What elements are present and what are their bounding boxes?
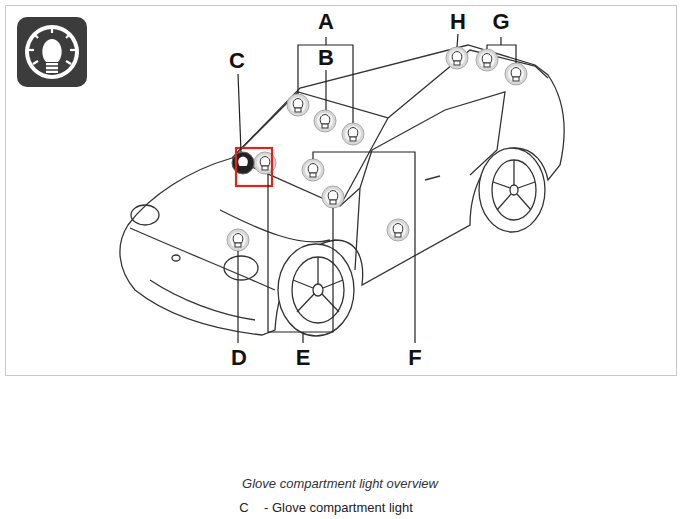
leader-lines [238,34,516,343]
highlight-box [236,148,272,186]
callout-letter: B [318,46,334,70]
car-outline [120,45,564,335]
lamp-icon [17,17,87,87]
callout-letter: F [408,346,421,370]
callout-letter: E [296,346,311,370]
callout-letter: C [229,49,245,73]
legend-text: - Glove compartment light [264,500,413,516]
callout-letter: D [231,346,247,370]
legend-key: C [239,500,248,516]
callout-letter: G [492,10,509,34]
wheels [278,148,545,336]
callout-letter: A [318,10,334,34]
caption: Glove compartment light overview [242,476,438,492]
bulbs [227,47,527,251]
callout-letter: H [450,10,466,34]
frame [6,6,677,376]
